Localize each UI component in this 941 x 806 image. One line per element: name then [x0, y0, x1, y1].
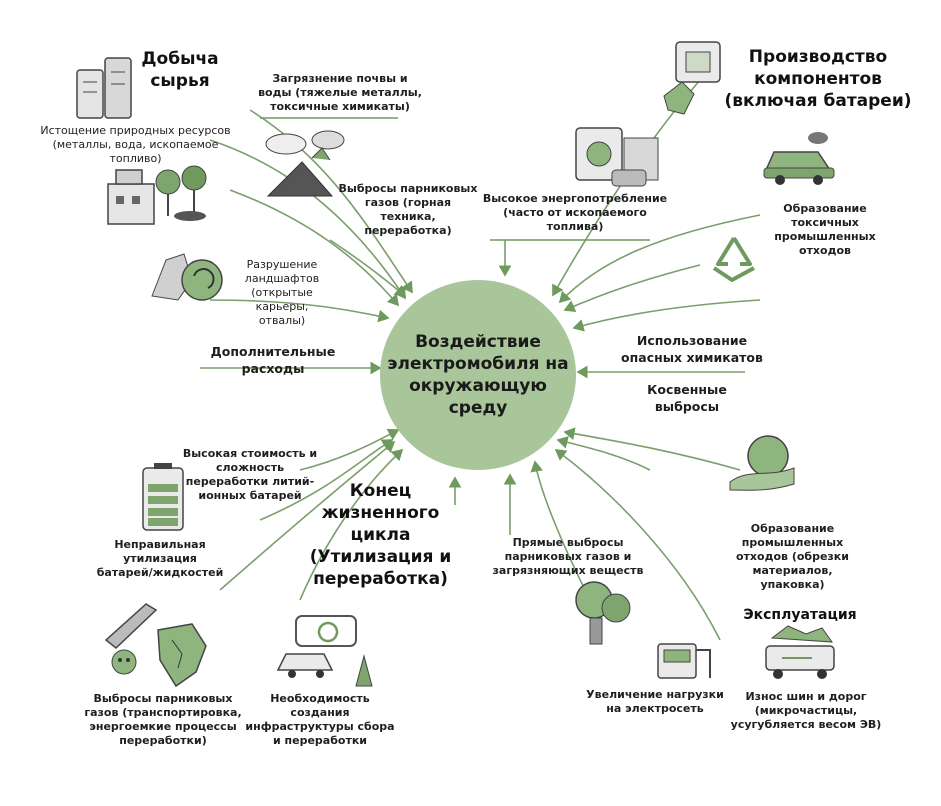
label-ghg-transport: Выбросы парниковых газов (транспортировк…: [84, 692, 242, 747]
battery-icon: [142, 463, 184, 531]
label-grid-load: Увеличение нагрузки на электросеть: [586, 688, 724, 715]
factory-icon: [76, 57, 132, 119]
gear-box-icon: [663, 41, 721, 115]
label-energy: Высокое энергопотребление (часто от иско…: [482, 192, 668, 233]
heading-operation: Эксплуатация: [743, 607, 857, 623]
center-title: Воздействие электромобиля на окружающую …: [387, 332, 569, 418]
car-icon: [763, 132, 835, 185]
label-soil-pollution: Загрязнение почвы и воды (тяжелые металл…: [258, 72, 422, 113]
car-wear-icon: [765, 625, 835, 679]
center-hub: Воздействие электромобиля на окружающую …: [380, 280, 576, 470]
tanker-icon: [104, 603, 158, 675]
label-improper-disposal: Неправильная утилизация батарей/жидкосте…: [96, 538, 224, 579]
hand-leaf-icon: [729, 435, 795, 491]
heading-production: Производство компонентов (включая батаре…: [724, 47, 912, 111]
battery-factory-icon: [575, 127, 659, 187]
label-hazardous-chemicals: Использование опасных химикатов: [621, 333, 763, 365]
mountain-cloud-icon: [265, 130, 345, 197]
recycle-car-icon: [276, 615, 373, 687]
label-depletion: Истощение природных ресурсов (металлы, в…: [40, 124, 231, 165]
rock-recycle-icon: [151, 253, 223, 301]
label-industrial-waste: Образование промышленных отходов (обрезк…: [736, 522, 849, 591]
trees-icon: [155, 165, 207, 221]
charging-station-icon: [657, 643, 711, 679]
label-ghg-mining: Выбросы парниковых газов (горная техника…: [338, 182, 478, 237]
label-infrastructure: Необходимость создания инфраструктуры сб…: [245, 692, 395, 747]
label-recycling-cost: Высокая стоимость и сложность переработк…: [182, 447, 318, 502]
tree-stump-icon: [575, 581, 631, 645]
broken-earth-icon: [157, 623, 207, 688]
label-landscape: Разрушение ландшафтов (открытые карьеры,…: [244, 258, 320, 327]
label-extra-costs: Дополнительные расходы: [210, 344, 336, 376]
label-indirect-emissions: Косвенные выбросы: [647, 382, 727, 414]
power-plant-icon: [107, 169, 155, 225]
label-toxic-waste: Образование токсичных промышленных отход…: [774, 202, 876, 257]
label-direct-emissions: Прямые выбросы парниковых газов и загряз…: [492, 536, 644, 577]
heading-end-of-life: Конец жизненного цикла (Утилизация и пер…: [309, 481, 452, 589]
heading-raw-materials: Добыча сырья: [141, 49, 219, 91]
label-tire-wear: Износ шин и дорог (микрочастицы, усугубл…: [730, 690, 882, 731]
recycle-icon: [712, 236, 755, 282]
